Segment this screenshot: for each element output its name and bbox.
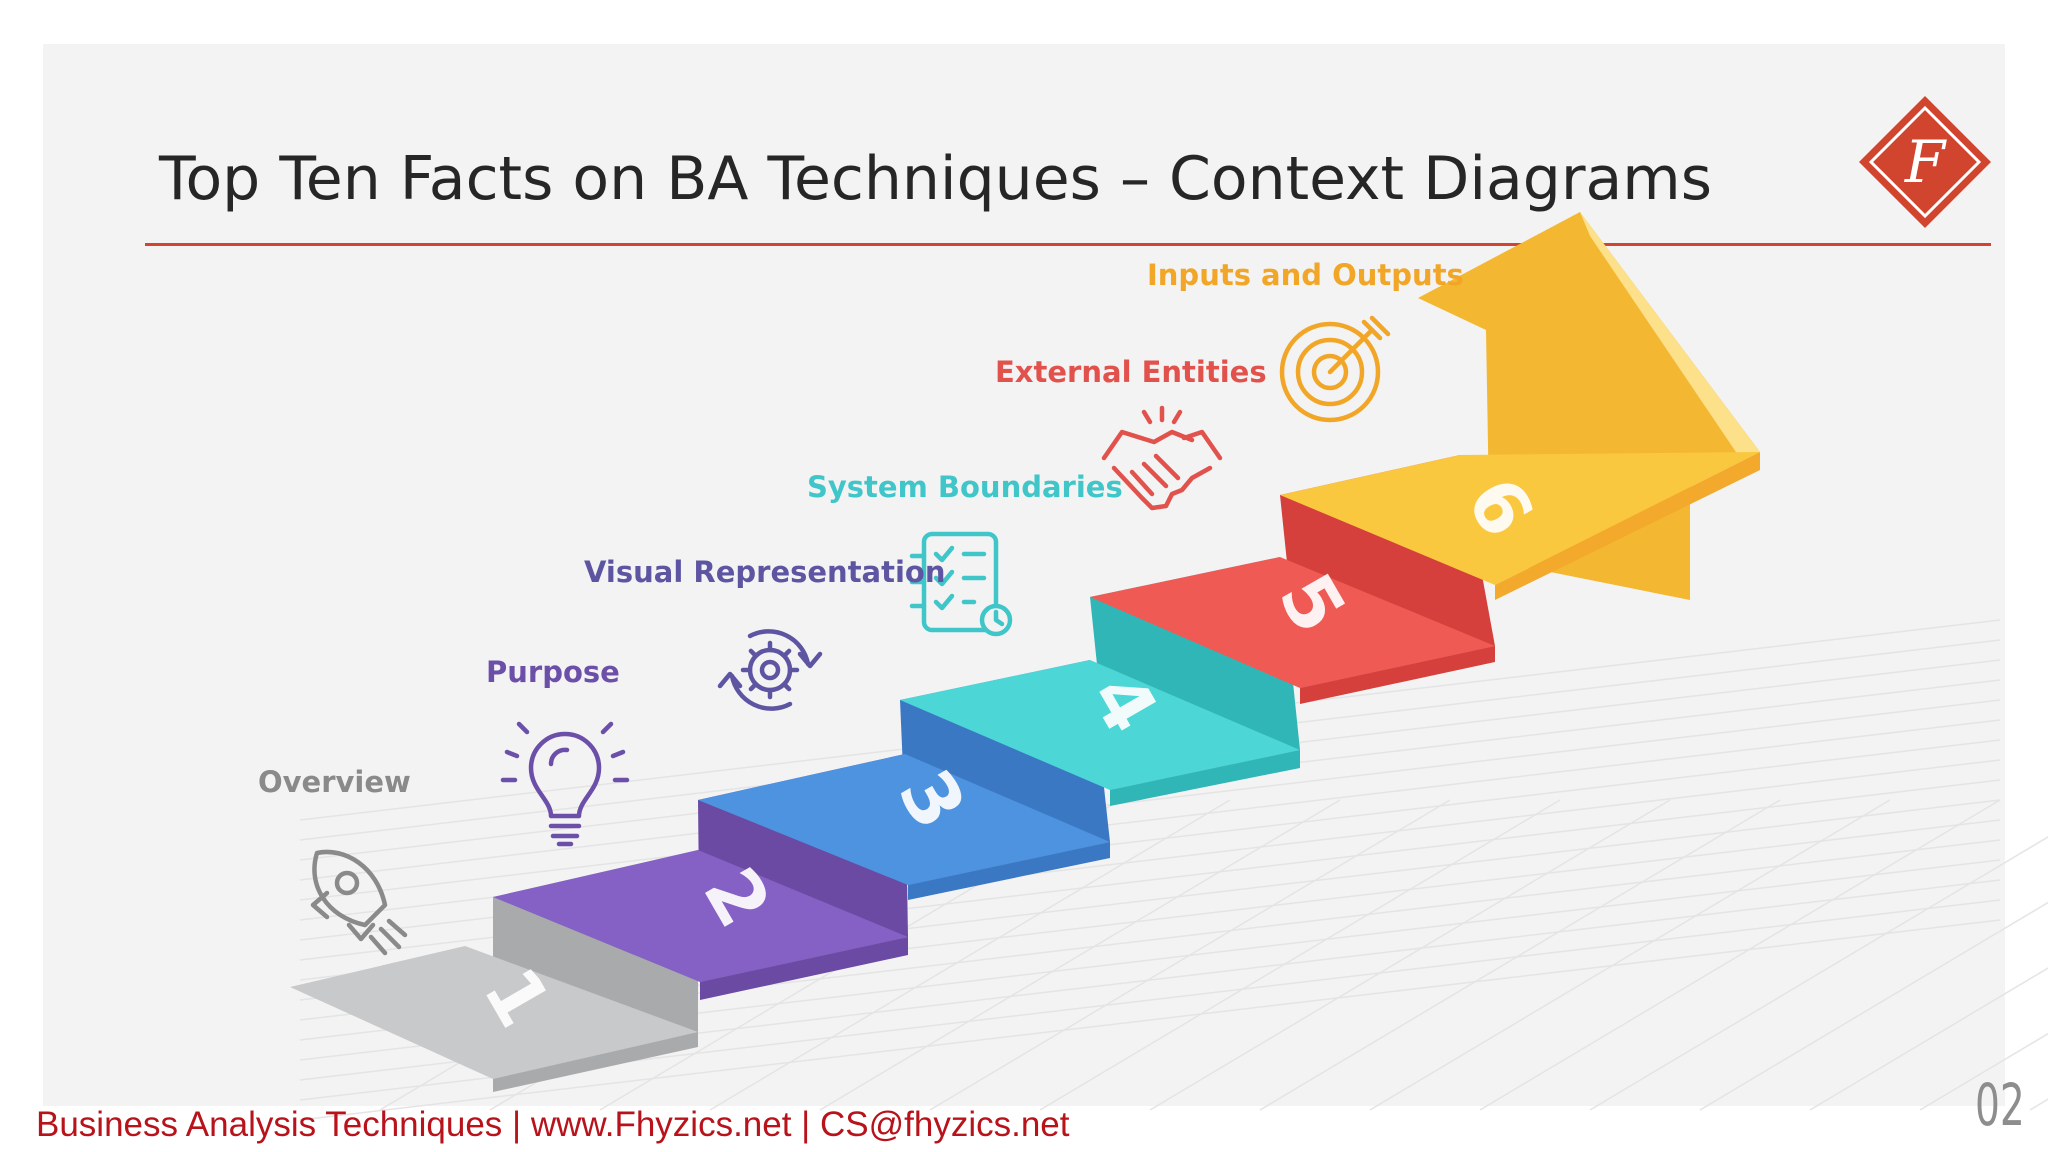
handshake-icon — [1101, 405, 1223, 511]
step-front — [700, 937, 908, 1000]
step-label-2: Purpose — [486, 655, 620, 689]
step-label-3: Visual Representation — [584, 555, 946, 589]
footer-text: Business Analysis Techniques | www.Fhyzi… — [36, 1105, 1070, 1144]
step-top — [493, 850, 908, 982]
step-front — [1495, 452, 1760, 600]
rocket-icon — [310, 849, 408, 956]
step-icons — [310, 315, 1391, 956]
step-top — [290, 946, 698, 1079]
step-front — [908, 842, 1110, 900]
fhyzics-logo: F — [1859, 96, 1991, 228]
growth-arrow-highlight — [1580, 212, 1760, 458]
step-6: 6 — [1280, 452, 1760, 600]
step-front — [493, 1032, 698, 1092]
step-front — [1300, 646, 1495, 704]
step-top — [900, 660, 1300, 790]
step-front — [1110, 750, 1300, 806]
step-label-4: System Boundaries — [807, 470, 1123, 504]
step-label-5: External Entities — [995, 355, 1267, 389]
gear-cycle-icon — [717, 629, 823, 711]
slide: Top Ten Facts on BA Techniques – Context… — [43, 44, 2048, 1139]
step-top — [1090, 557, 1495, 688]
checklist-icon — [909, 531, 1013, 637]
lightbulb-icon — [500, 721, 630, 847]
title-divider — [145, 243, 1991, 246]
step-top — [698, 754, 1110, 885]
page-title: Top Ten Facts on BA Techniques – Context… — [159, 144, 1712, 214]
page-number: 02 — [1975, 1071, 2025, 1139]
step-top — [1280, 452, 1760, 585]
svg-text:F: F — [1904, 128, 1947, 196]
step-label-1: Overview — [258, 765, 411, 799]
target-icon — [1279, 315, 1391, 423]
step-label-6: Inputs and Outputs — [1147, 258, 1464, 292]
